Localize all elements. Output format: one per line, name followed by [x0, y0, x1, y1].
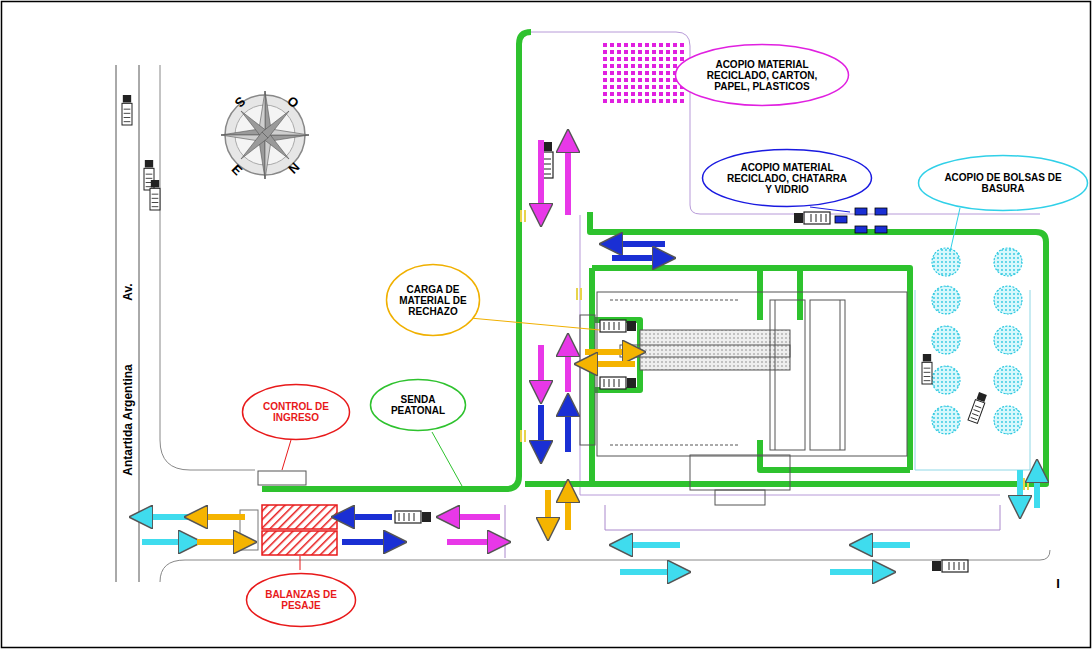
- callout-text: CARGA DE MATERIAL DE RECHAZO: [399, 284, 468, 317]
- callout-text: ACOPIO MATERIAL RECICLADO, CHATARRA Y VI…: [725, 162, 849, 195]
- callout-text: ACOPIO MATERIAL RECICLADO, CARTON, PAPEL…: [699, 59, 826, 92]
- compass-letter: N: [285, 159, 302, 176]
- loading-callout: CARGA DE MATERIAL DE RECHAZO: [385, 263, 481, 337]
- callout-text: ACOPIO DE BOLSAS DE BASURA: [941, 172, 1065, 194]
- path-callout: SENDA PEATONAL: [369, 378, 467, 432]
- scale-callout: BALANZAS DE PESAJE: [245, 572, 357, 628]
- storage-callout: ACOPIO MATERIAL RECICLADO, CHATARRA Y VI…: [701, 148, 873, 208]
- street-label: Av.: [121, 283, 135, 300]
- callout-text: SENDA PEATONAL: [383, 394, 454, 416]
- storage-callout: ACOPIO MATERIAL RECICLADO, CARTON, PAPEL…: [674, 43, 850, 107]
- callout-text: BALANZAS DE PESAJE: [261, 589, 342, 611]
- street-label: Antartida Argentina: [121, 364, 135, 476]
- storage-callout: ACOPIO DE BOLSAS DE BASURA: [917, 154, 1089, 212]
- page-mark: I: [1056, 576, 1060, 591]
- entry-callout: CONTROL DE INGRESO: [241, 383, 351, 441]
- callout-text: CONTROL DE INGRESO: [257, 401, 336, 423]
